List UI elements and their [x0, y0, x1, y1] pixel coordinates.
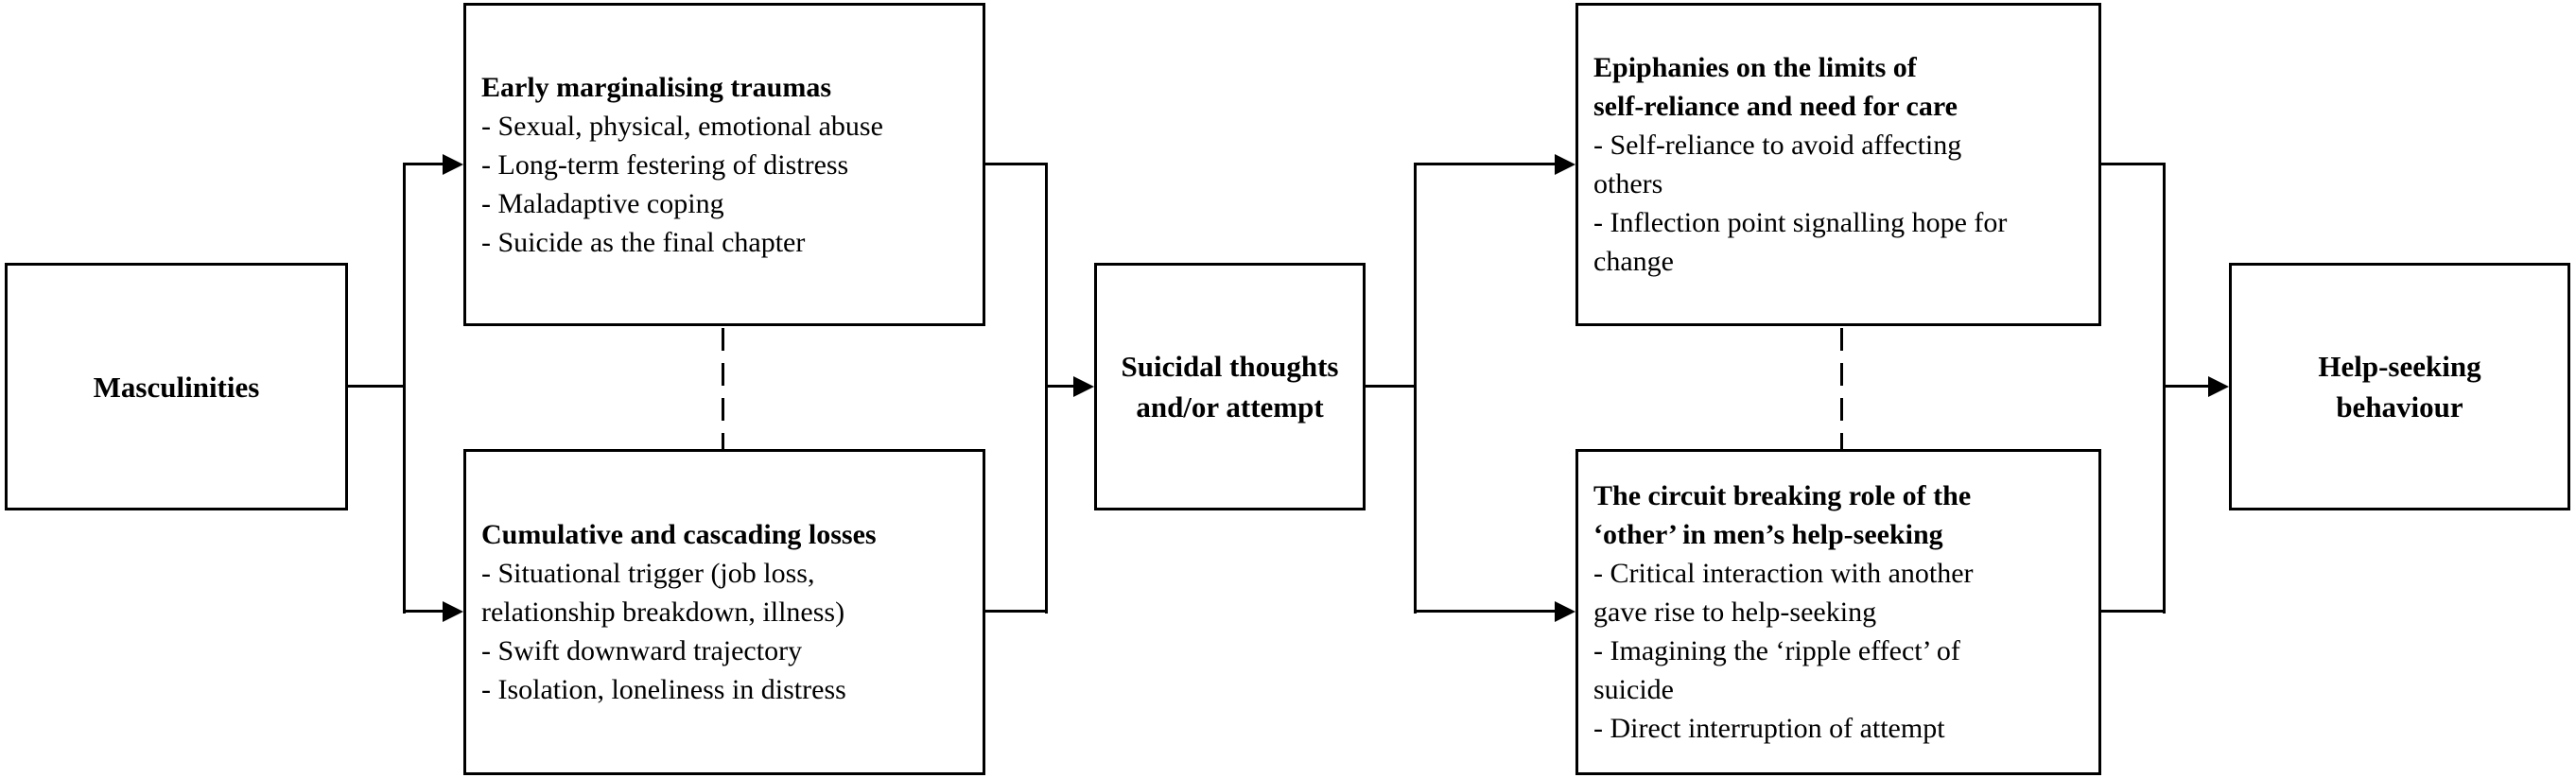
box-suicidal-thoughts: Suicidal thoughts and/or attempt [1094, 263, 1366, 510]
box-suicidal-thoughts-label: Suicidal thoughts [1121, 350, 1339, 383]
box-help-seeking-behaviour-label: behaviour [2336, 390, 2463, 424]
bullet-line: - Long-term festering of distress [481, 148, 849, 181]
bullet-line: - Critical interaction with another [1593, 558, 1974, 589]
box-cumulative-cascading-losses: Cumulative and cascading losses - Situat… [463, 449, 985, 775]
connector-to-epiphanies [1414, 163, 1555, 165]
connector-mid-collector-vertical [1045, 163, 1048, 614]
bullet-line: - Swift downward trajectory [481, 635, 803, 666]
box-early-marginalising-traumas: Early marginalising traumas - Sexual, ph… [463, 3, 985, 326]
box-epiphanies-title: self-reliance and need for care [1593, 91, 1958, 122]
dashed-link-right-pair [1840, 328, 1843, 449]
bullet-line: - Self-reliance to avoid affecting [1593, 130, 1962, 161]
box-early-marginalising-traumas-title: Early marginalising traumas [481, 71, 832, 103]
box-circuit-breaking: The circuit breaking role of the ‘other’… [1575, 449, 2101, 775]
connector-circuit-breaking-out [2101, 610, 2166, 613]
arrowhead-icon [1555, 601, 1575, 622]
box-masculinities: Masculinities [5, 263, 348, 510]
box-help-seeking-behaviour-label: Help-seeking [2318, 350, 2481, 383]
box-suicidal-thoughts-label: and/or attempt [1136, 390, 1324, 424]
bullet-line: suicide [1593, 674, 1674, 705]
connector-to-cumulative-losses [403, 610, 443, 613]
box-masculinities-label: Masculinities [93, 370, 260, 404]
connector-to-early-traumas [403, 163, 443, 165]
arrowhead-icon [2208, 376, 2229, 397]
box-help-seeking-behaviour: Help-seeking behaviour [2229, 263, 2570, 510]
box-cumulative-cascading-losses-title: Cumulative and cascading losses [481, 519, 877, 550]
bullet-line: - Isolation, loneliness in distress [481, 674, 846, 705]
arrowhead-icon [443, 154, 463, 175]
box-epiphanies-title: Epiphanies on the limits of [1593, 52, 1917, 83]
bullet-line: - Direct interruption of attempt [1593, 713, 1945, 744]
connector-masculinities-out [348, 385, 404, 388]
bullet-line: - Inflection point signalling hope for [1593, 207, 2008, 238]
bullet-line: relationship breakdown, illness) [481, 596, 845, 628]
arrowhead-icon [1073, 376, 1094, 397]
connector-suicidal-thoughts-out [1366, 385, 1417, 388]
bullet-line: change [1593, 246, 1674, 277]
connector-early-traumas-out [985, 163, 1048, 165]
connector-right-branch-vertical [1414, 163, 1417, 614]
connector-cumulative-losses-out [985, 610, 1048, 613]
connector-to-circuit-breaking [1414, 610, 1555, 613]
connector-to-help-seeking [2163, 385, 2208, 388]
arrowhead-icon [443, 601, 463, 622]
arrowhead-icon [1555, 154, 1575, 175]
connector-to-suicidal-thoughts [1045, 385, 1073, 388]
connector-left-branch-vertical [403, 163, 406, 614]
box-circuit-breaking-title: The circuit breaking role of the [1593, 480, 1972, 511]
bullet-line: - Maladaptive coping [481, 187, 724, 219]
bullet-line: - Imagining the ‘ripple effect’ of [1593, 635, 1960, 666]
box-circuit-breaking-title: ‘other’ in men’s help-seeking [1593, 519, 1943, 550]
connector-right-collector-vertical [2163, 163, 2166, 614]
bullet-line: gave rise to help-seeking [1593, 596, 1877, 628]
box-epiphanies: Epiphanies on the limits of self-relianc… [1575, 3, 2101, 326]
connector-epiphanies-out [2101, 163, 2166, 165]
bullet-line: - Sexual, physical, emotional abuse [481, 110, 883, 142]
bullet-line: others [1593, 168, 1663, 199]
dashed-link-left-pair [722, 328, 724, 449]
bullet-line: - Situational trigger (job loss, [481, 558, 815, 589]
bullet-line: - Suicide as the final chapter [481, 226, 806, 258]
